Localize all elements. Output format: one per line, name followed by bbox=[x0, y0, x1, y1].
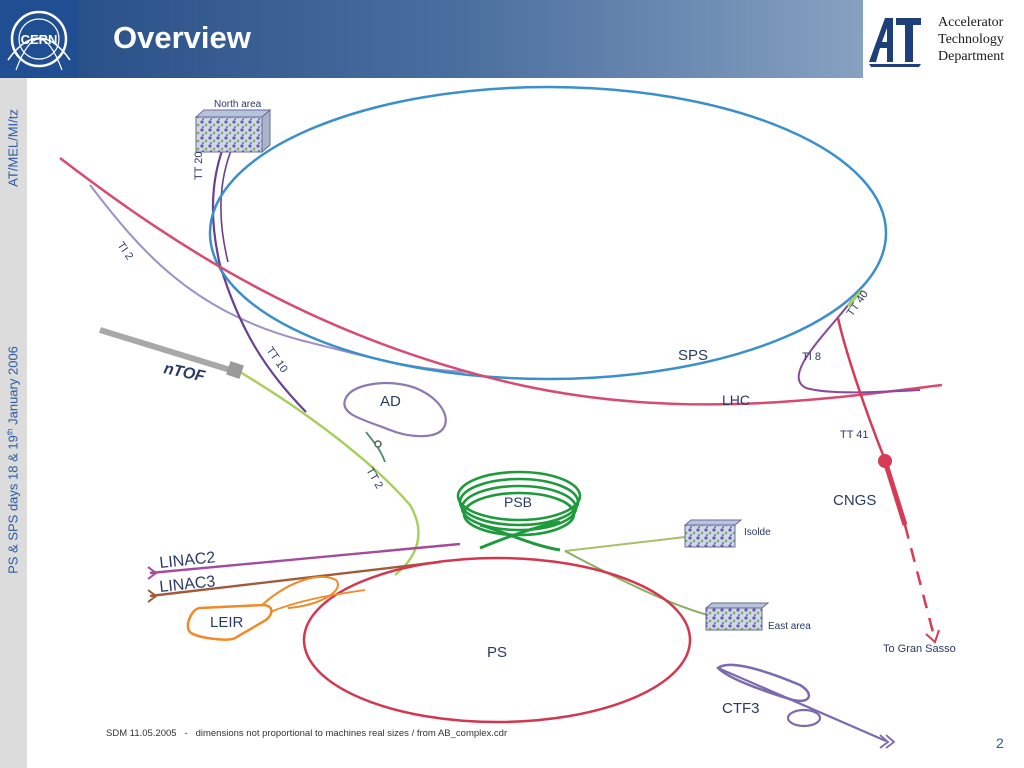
tt20-line bbox=[211, 134, 307, 413]
department-logo: Accelerator Technology Department bbox=[863, 0, 1024, 78]
label-ctf3: CTF3 bbox=[722, 700, 760, 717]
label-ad: AD bbox=[380, 393, 401, 410]
label-lhc: LHC bbox=[722, 392, 750, 408]
ctf3-loop bbox=[716, 663, 811, 703]
label-sps: SPS bbox=[678, 347, 708, 364]
ctf3-ring bbox=[786, 708, 822, 728]
sps-ring bbox=[208, 85, 888, 381]
isolde-line bbox=[564, 536, 686, 552]
ctf3-arrow bbox=[879, 734, 896, 749]
gran-sasso-arrow bbox=[925, 629, 940, 644]
label-ti2-top: TI 2 bbox=[115, 240, 136, 262]
page-number: 2 bbox=[996, 735, 1004, 751]
leir-ps-transfer bbox=[269, 589, 366, 613]
cngs-line bbox=[836, 317, 907, 526]
cngs-thick bbox=[882, 460, 908, 526]
label-linac3: LINAC3 bbox=[159, 573, 217, 596]
department-line: Technology bbox=[938, 32, 1004, 47]
label-ntof: nTOF bbox=[162, 360, 207, 386]
label-ps: PS bbox=[487, 644, 507, 661]
ps-ring bbox=[302, 556, 692, 724]
ntof-line bbox=[99, 327, 241, 376]
ad-injection-point bbox=[374, 440, 382, 448]
linac2-arrow bbox=[147, 566, 158, 580]
label-isolde: Isolde bbox=[744, 527, 771, 538]
ad-injection-line bbox=[365, 431, 386, 463]
page-title: Overview bbox=[113, 20, 251, 55]
label-ti8: TI 8 bbox=[802, 351, 821, 363]
label-east-area: East area bbox=[768, 621, 811, 632]
linac3-arrow bbox=[147, 589, 158, 603]
linac3-line bbox=[149, 560, 441, 598]
cern-logo-text: CERN bbox=[21, 32, 58, 47]
ctf3-line bbox=[717, 666, 887, 743]
label-leir: LEIR bbox=[210, 614, 244, 631]
gran-sasso-line bbox=[903, 524, 937, 641]
label-tt41: TT 41 bbox=[840, 429, 869, 441]
tt10-tt2-line bbox=[239, 370, 420, 576]
at-logo-icon bbox=[869, 18, 921, 67]
ti8-line bbox=[797, 299, 921, 394]
linac2-line bbox=[149, 542, 461, 575]
label-tt10: TT 10 bbox=[264, 345, 290, 375]
department-line: Accelerator bbox=[938, 15, 1004, 30]
east-area-crate bbox=[704, 602, 770, 631]
footer-note: SDM 11.05.2005 - dimensions not proporti… bbox=[106, 728, 508, 739]
leir-transfer bbox=[261, 576, 339, 609]
tt40-line bbox=[846, 289, 864, 307]
label-north-area: North area bbox=[214, 99, 262, 110]
sidebar bbox=[0, 78, 27, 768]
cern-logo: CERN bbox=[0, 0, 78, 78]
department-name: Accelerator Technology Department bbox=[938, 14, 1004, 65]
label-psb: PSB bbox=[504, 494, 532, 510]
isolde-crate bbox=[683, 519, 743, 548]
department-line: Department bbox=[938, 49, 1005, 64]
label-to-gran-sasso: To Gran Sasso bbox=[883, 643, 956, 655]
lhc-ring bbox=[59, 157, 943, 406]
label-linac2: LINAC2 bbox=[159, 549, 217, 572]
label-tt2: TT 2 bbox=[363, 466, 385, 491]
cern-logo-icon: CERN bbox=[7, 10, 71, 71]
label-cngs: CNGS bbox=[833, 492, 876, 509]
ntof-target bbox=[226, 361, 244, 379]
north-area-crate bbox=[194, 108, 272, 154]
header-bar bbox=[0, 0, 1024, 78]
psb-ps-transfer bbox=[479, 520, 561, 552]
east-area-line bbox=[564, 550, 709, 616]
label-tt20: TT 20 bbox=[193, 151, 205, 180]
ad-ring bbox=[343, 382, 447, 438]
leir-ring bbox=[186, 603, 273, 641]
